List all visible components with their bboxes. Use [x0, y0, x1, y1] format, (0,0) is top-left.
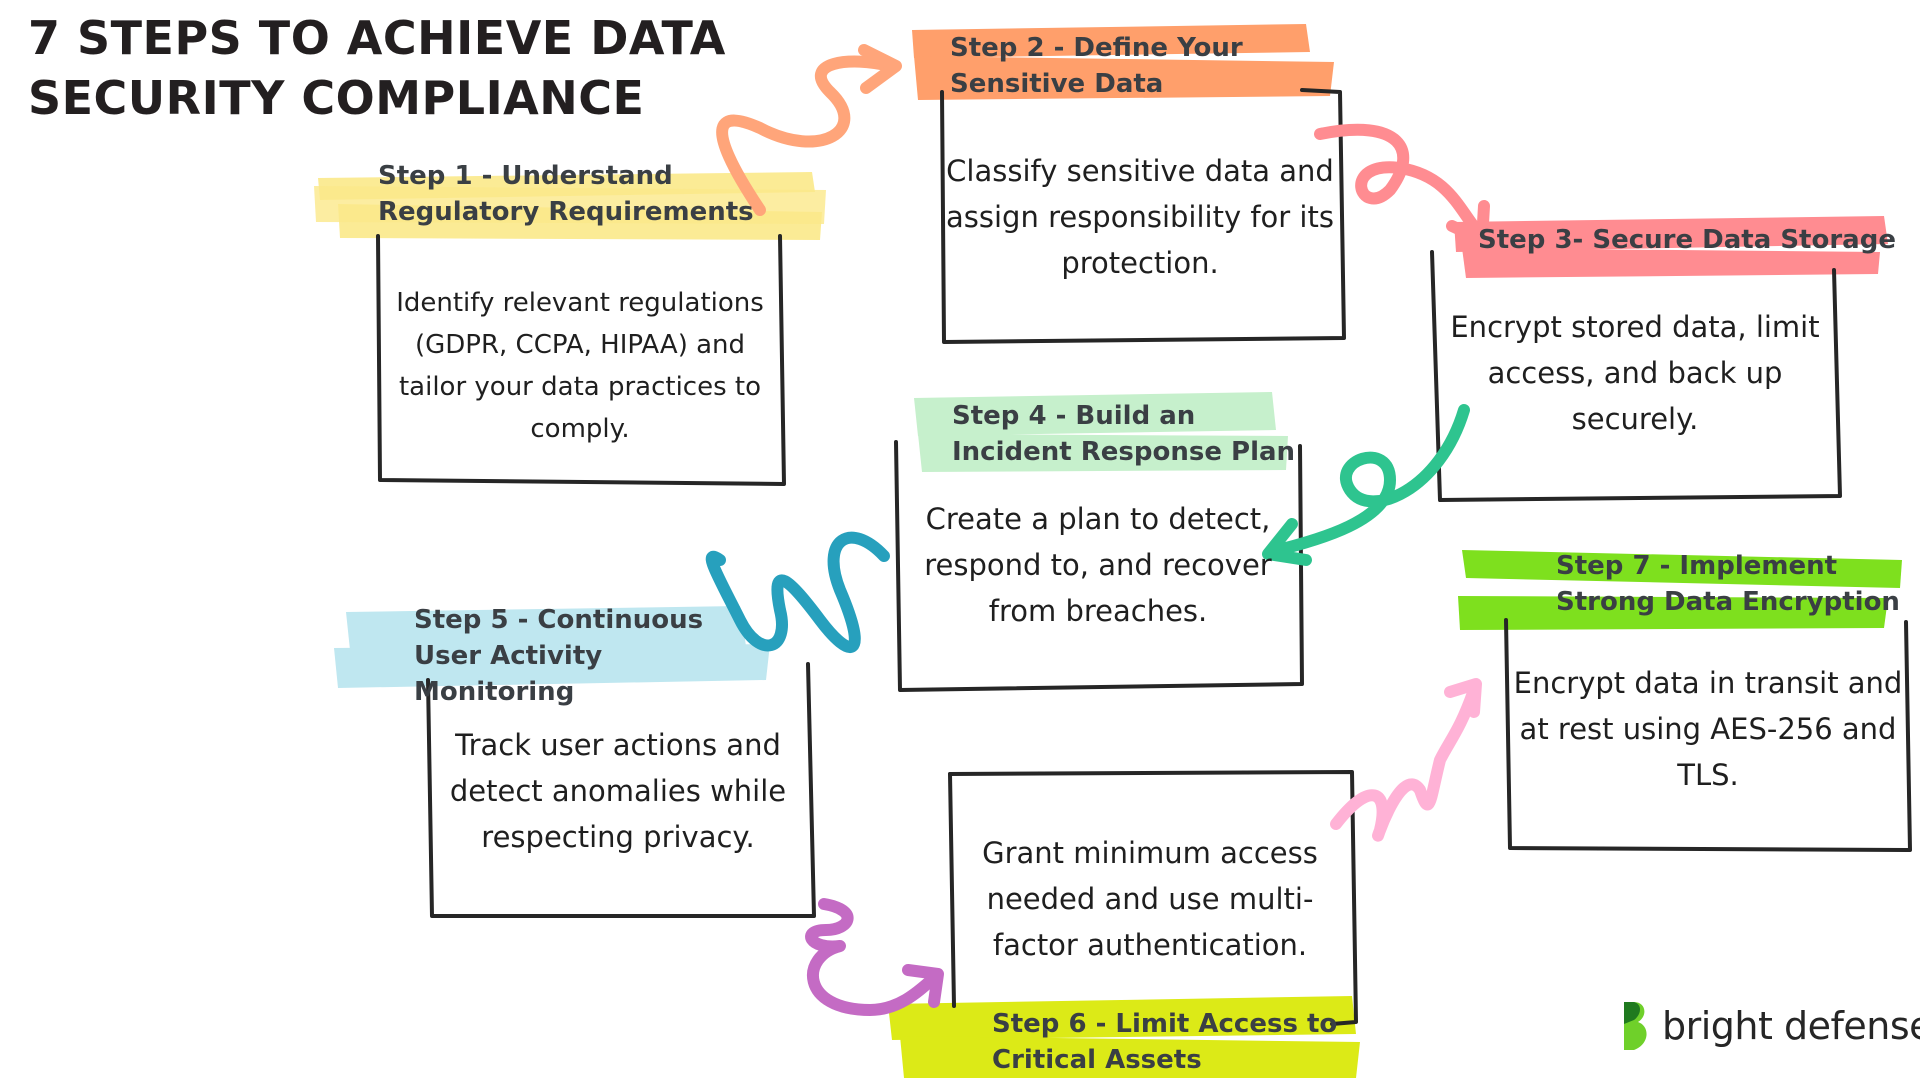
step-4-description: Create a plan to detect, respond to, and…: [900, 496, 1296, 634]
arrow-step-5-to-6: [805, 898, 942, 1016]
step-2-desc-line-3: protection.: [1061, 246, 1219, 280]
title-line-2: SECURITY COMPLIANCE: [28, 71, 645, 125]
arrowhead-step-6-to-7: [1444, 678, 1482, 718]
step-3-title-line-1: Step 3- Secure Data Storage: [1478, 225, 1896, 255]
highlight-step-7-stroke-a: [1462, 550, 1902, 588]
step-1-title-line-1: Step 1 - Understand: [378, 161, 673, 191]
step-7-title-line-1: Step 7 - Implement: [1556, 551, 1838, 581]
step-3-desc-line-1: Encrypt stored data, limit: [1450, 310, 1820, 344]
box-step-5: [426, 662, 816, 918]
box-step-6-left: [948, 772, 956, 1008]
step-6-title: Step 6 - Limit Access to Critical Assets: [992, 1006, 1337, 1078]
highlight-step-3: [1454, 216, 1888, 278]
step-6-title-line-1: Step 6 - Limit Access to: [992, 1009, 1338, 1039]
highlight-step-4-stroke-a: [914, 392, 1276, 436]
step-3-desc-line-3: securely.: [1571, 402, 1699, 436]
step-4-desc-line-1: Create a plan to detect,: [925, 502, 1271, 536]
step-7-title: Step 7 - Implement Strong Data Encryptio…: [1556, 548, 1900, 620]
step-1-description: Identify relevant regulations (GDPR, CCP…: [384, 282, 776, 450]
highlight-step-6-stroke-a: [888, 996, 1356, 1040]
highlight-step-2: [912, 24, 1334, 100]
step-6-title-line-2: Critical Assets: [992, 1045, 1202, 1075]
highlight-step-4-stroke-b: [918, 434, 1288, 472]
step-3-description: Encrypt stored data, limit access, and b…: [1436, 304, 1834, 442]
box-step-6-top: [948, 770, 1358, 1026]
arrowhead-step-3-to-4: [1262, 518, 1312, 566]
step-2-title-line-2: Sensitive Data: [950, 69, 1164, 99]
step-1-title-line-2: Regulatory Requirements: [378, 197, 754, 227]
step-1-desc-line-4: comply.: [530, 414, 630, 444]
highlight-step-1-stroke-c: [314, 186, 826, 224]
step-5-desc-line-1: Track user actions and: [455, 728, 781, 762]
page-title: 7 STEPS TO ACHIEVE DATA SECURITY COMPLIA…: [28, 8, 726, 128]
bright-defense-logo-icon: [1624, 1002, 1647, 1050]
step-7-description: Encrypt data in transit and at rest usin…: [1508, 660, 1908, 798]
arrow-step-4-to-5: [705, 531, 890, 653]
step-6-desc-line-1: Grant minimum access: [982, 836, 1318, 870]
step-6-description: Grant minimum access needed and use mult…: [952, 830, 1348, 968]
step-1-desc-line-2: (GDPR, CCPA, HIPAA) and: [414, 330, 746, 360]
step-3-desc-line-2: access, and back up: [1487, 356, 1783, 390]
brand-logo: bright defense: [1620, 1000, 1920, 1052]
step-1-title: Step 1 - Understand Regulatory Requireme…: [378, 158, 754, 230]
arrow-step-1-to-2: [716, 55, 896, 216]
highlight-step-3-stroke-b: [1462, 248, 1880, 278]
step-4-title: Step 4 - Build an Incident Response Plan: [952, 398, 1295, 470]
step-5-title-line-3: Monitoring: [414, 677, 575, 707]
step-2-description: Classify sensitive data and assign respo…: [942, 148, 1338, 286]
step-1-desc-line-1: Identify relevant regulations: [396, 288, 764, 318]
box-step-2: [940, 88, 1346, 344]
step-5-title-line-1: Step 5 - Continuous: [414, 605, 704, 635]
highlight-step-5-stroke-a: [346, 606, 746, 650]
highlight-step-6-stroke-b: [900, 1036, 1360, 1078]
arrowhead-step-2-to-3: [1446, 200, 1490, 246]
step-5-desc-line-3: respecting privacy.: [481, 820, 755, 854]
step-6-desc-line-2: needed and use multi-: [986, 882, 1314, 916]
step-7-title-line-2: Strong Data Encryption: [1556, 587, 1900, 617]
highlight-step-2-stroke-b: [914, 56, 1334, 100]
step-6-desc-line-3: factor authentication.: [992, 928, 1308, 962]
step-1-desc-line-3: tailor your data practices to: [398, 372, 762, 402]
step-3-title: Step 3- Secure Data Storage: [1478, 222, 1896, 258]
step-4-title-line-2: Incident Response Plan: [952, 437, 1296, 467]
logo-icon-top: [1624, 1002, 1640, 1024]
highlight-step-7-stroke-b: [1458, 596, 1888, 630]
step-5-description: Track user actions and detect anomalies …: [432, 722, 804, 860]
highlight-step-5-stroke-b: [334, 644, 770, 688]
box-step-3: [1430, 250, 1842, 502]
highlight-step-3-stroke-a: [1454, 216, 1888, 252]
title-line-1: 7 STEPS TO ACHIEVE DATA: [28, 11, 726, 65]
step-2-title-line-1: Step 2 - Define Your: [950, 33, 1243, 63]
highlight-step-7: [1458, 550, 1902, 630]
arrowhead-step-5-to-6: [902, 964, 944, 1008]
highlight-step-5: [334, 606, 770, 688]
highlight-step-2-stroke-a: [912, 24, 1310, 58]
step-5-title: Step 5 - Continuous User Activity Monito…: [414, 602, 703, 710]
step-7-desc-line-2: at rest using AES-256 and: [1519, 712, 1897, 746]
step-4-title-line-1: Step 4 - Build an: [952, 401, 1196, 431]
step-2-title: Step 2 - Define Your Sensitive Data: [950, 30, 1243, 102]
step-7-desc-line-3: TLS.: [1677, 758, 1739, 792]
box-step-1: [376, 234, 786, 486]
arrow-step-6-to-7: [1330, 684, 1480, 842]
step-4-desc-line-2: respond to, and recover: [924, 548, 1272, 582]
step-4-desc-line-3: from breaches.: [988, 594, 1208, 628]
step-5-desc-line-2: detect anomalies while: [449, 774, 787, 808]
arrow-step-3-to-4: [1264, 404, 1470, 558]
highlight-step-1: [314, 172, 826, 240]
step-2-desc-line-2: assign responsibility for its: [946, 200, 1334, 234]
highlight-step-6: [888, 996, 1360, 1078]
step-7-desc-line-1: Encrypt data in transit and: [1513, 666, 1903, 700]
arrow-step-2-to-3: [1314, 123, 1486, 240]
box-step-7: [1504, 618, 1912, 852]
logo-text: bright defense: [1662, 1004, 1920, 1048]
step-5-title-line-2: User Activity: [414, 641, 603, 671]
step-2-desc-line-1: Classify sensitive data and: [946, 154, 1334, 188]
highlight-step-4: [914, 392, 1288, 472]
arrowhead-step-1-to-2: [858, 44, 902, 94]
